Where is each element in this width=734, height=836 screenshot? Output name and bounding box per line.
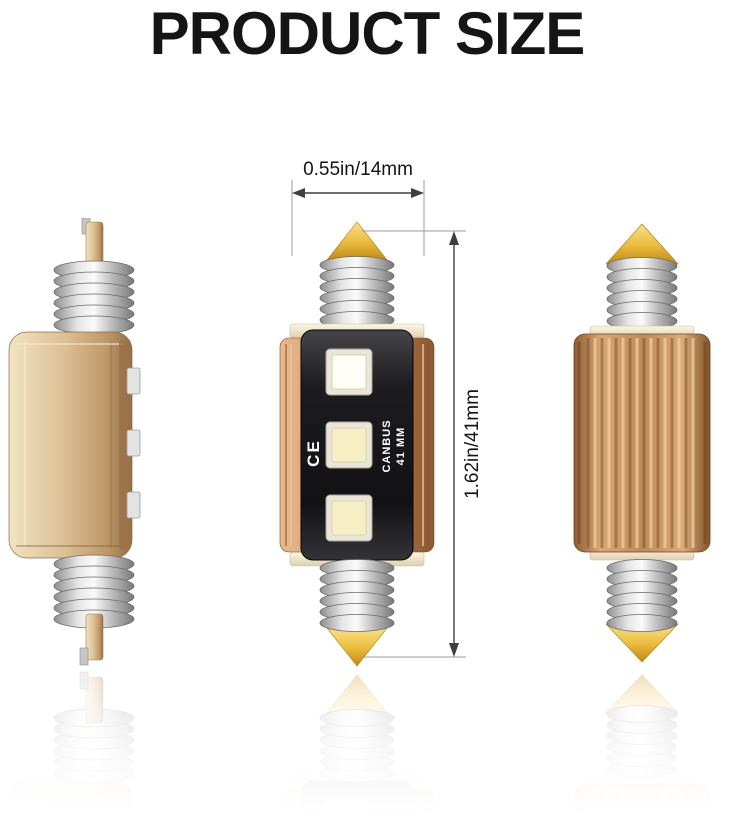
led-middle bbox=[325, 421, 373, 469]
top-spring bbox=[53, 260, 135, 335]
heatsink-fins bbox=[573, 784, 711, 836]
height-label: 1.62in/41mm bbox=[462, 389, 483, 499]
bulb-front-view: CE CANBUS 41 MM bbox=[279, 674, 435, 836]
width-arrow-left bbox=[292, 188, 305, 198]
led-side-tabs bbox=[126, 818, 141, 836]
bulb-left-container bbox=[8, 218, 158, 836]
pcb-label-canbus: CANBUS bbox=[381, 419, 393, 472]
ce-mark: CE bbox=[304, 439, 323, 467]
bulb-side-view bbox=[8, 218, 141, 666]
bottom-gold-tip bbox=[326, 627, 388, 667]
top-spring bbox=[319, 256, 395, 329]
led-top bbox=[325, 348, 373, 396]
width-arrow-right bbox=[411, 188, 424, 198]
bottom-spring bbox=[319, 559, 395, 632]
led-chip bbox=[331, 500, 367, 536]
page-title: PRODUCT SIZE bbox=[149, 0, 586, 67]
bottom-spring bbox=[319, 709, 395, 782]
bottom-spring bbox=[606, 559, 678, 632]
heatsink-body-side bbox=[8, 778, 133, 836]
led-bottom bbox=[325, 494, 373, 542]
bulb-right-container bbox=[572, 220, 712, 836]
bulb-back-view bbox=[573, 223, 711, 663]
bottom-gold-tip bbox=[326, 674, 388, 714]
bottom-spring bbox=[606, 705, 678, 778]
height-arrow-bottom bbox=[449, 643, 459, 657]
bottom-contact-pin bbox=[79, 613, 104, 666]
bulb-side-view bbox=[8, 671, 141, 836]
bulb-back-view bbox=[573, 674, 711, 836]
bulb-center-container: CE CANBUS 41 MM bbox=[277, 220, 437, 836]
bulb-front-view: CE CANBUS 41 MM bbox=[279, 221, 435, 667]
led-side-tabs bbox=[126, 367, 141, 519]
top-gold-tip bbox=[326, 221, 388, 261]
heatsink-body-side bbox=[8, 331, 133, 559]
pcb-label-size: 41 MM bbox=[395, 427, 407, 466]
led-chip bbox=[331, 805, 367, 836]
heatsink-fins bbox=[573, 333, 711, 553]
height-arrow-top bbox=[449, 231, 459, 245]
top-spring bbox=[606, 257, 678, 330]
led-chip bbox=[331, 354, 367, 390]
width-label: 0.55in/14mm bbox=[303, 159, 413, 180]
led-bottom bbox=[325, 799, 373, 836]
led-chip bbox=[331, 427, 367, 463]
